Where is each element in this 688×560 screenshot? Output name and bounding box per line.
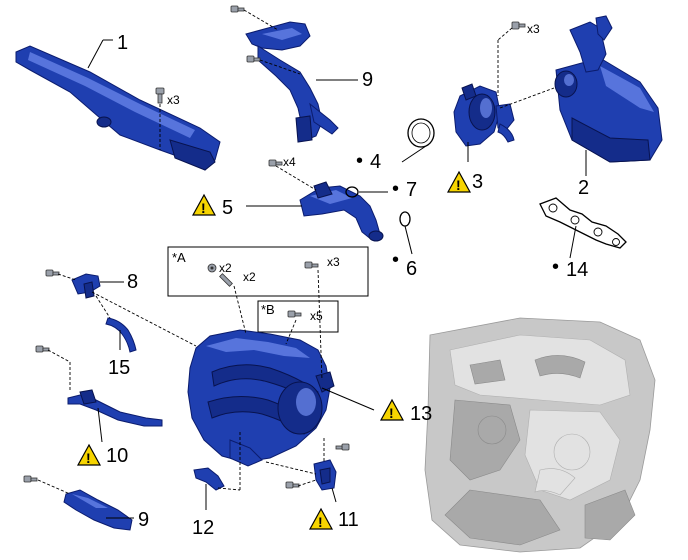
callout-4: 4: [370, 151, 381, 173]
svg-text:!: !: [389, 405, 394, 421]
stud-bolt-icon: [219, 273, 233, 287]
bullet-14: •: [552, 256, 559, 278]
callout-15: 15: [108, 357, 130, 379]
bolt-icon: [511, 21, 526, 30]
quantity-part-3-bolts: x3: [527, 22, 540, 36]
svg-text:!: !: [456, 177, 461, 193]
part-9-bracket-bottom: [63, 489, 133, 531]
callout-9-bottom: 9: [138, 509, 149, 531]
warning-icon: !: [191, 193, 217, 216]
part-7-o-ring: [345, 186, 359, 198]
detail-box-a: *A x2 x2 x3: [167, 246, 369, 297]
engine-location-illustration: [424, 317, 656, 553]
part-11-bracket: [313, 459, 337, 491]
bullet-7: •: [392, 178, 399, 200]
callout-2: 2: [578, 177, 589, 199]
part-5-pipe-assembly: [299, 181, 384, 242]
bullet-6: •: [392, 249, 399, 271]
part-1-intake-duct: [15, 45, 221, 171]
bolt-icon: [268, 159, 283, 167]
callout-9-top: 9: [362, 69, 373, 91]
bolt-icon: [23, 475, 38, 483]
box-a-label: *A: [172, 250, 186, 265]
warning-icon: !: [446, 170, 472, 193]
bullet-4: •: [356, 150, 363, 172]
callout-13: 13: [410, 403, 432, 425]
part-4-gasket: [407, 118, 435, 148]
quantity-part-1-bolts: x3: [167, 93, 180, 107]
callout-11: 11: [338, 509, 359, 531]
part-15-hose: [105, 317, 137, 353]
quantity-box-b-bolts: x5: [310, 309, 323, 323]
box-b-label: *B: [261, 302, 275, 317]
callout-3: 3: [472, 171, 483, 193]
callout-5: 5: [222, 197, 233, 219]
bolt-icon: [35, 345, 50, 353]
part-8-bracket: [71, 273, 101, 299]
part-10-pipe: [67, 389, 163, 427]
warning-icon: !: [379, 398, 405, 421]
bolt-icon: [285, 481, 300, 489]
bolt-icon: [287, 310, 302, 318]
part-2-air-cleaner: [554, 15, 663, 163]
svg-text:!: !: [86, 450, 91, 466]
part-14-manifold-gasket: [539, 197, 627, 249]
quantity-box-a-bolts: x3: [327, 255, 340, 269]
quantity-box-a-studs: x2: [243, 270, 256, 284]
warning-icon: !: [76, 443, 102, 466]
bolt-icon: [230, 5, 245, 13]
callout-6: 6: [406, 258, 417, 280]
part-3-throttle-body: [453, 83, 515, 147]
callout-10: 10: [106, 445, 128, 467]
bolt-icon: [155, 87, 165, 104]
bolt-icon: [246, 55, 261, 63]
callout-14: 14: [566, 259, 588, 281]
nut-icon: [207, 263, 217, 273]
callout-7: 7: [406, 179, 417, 201]
quantity-box-a-nuts: x2: [219, 261, 232, 275]
warning-icon: !: [308, 507, 334, 530]
callout-8: 8: [127, 271, 138, 293]
bolt-icon: [335, 443, 350, 451]
bolt-icon: [304, 261, 319, 269]
svg-text:!: !: [318, 514, 323, 530]
svg-text:!: !: [201, 200, 206, 216]
callout-12: 12: [192, 517, 214, 539]
part-12-hose: [193, 467, 225, 491]
bolt-icon: [45, 269, 60, 277]
part-6-gasket: [399, 211, 411, 227]
callout-1: 1: [117, 32, 128, 54]
detail-box-b: *B x5: [257, 300, 339, 333]
quantity-part-5-bolts: x4: [283, 155, 296, 169]
part-13-intake-manifold: [187, 329, 335, 467]
part-9-hose-assembly-top: [245, 21, 339, 143]
